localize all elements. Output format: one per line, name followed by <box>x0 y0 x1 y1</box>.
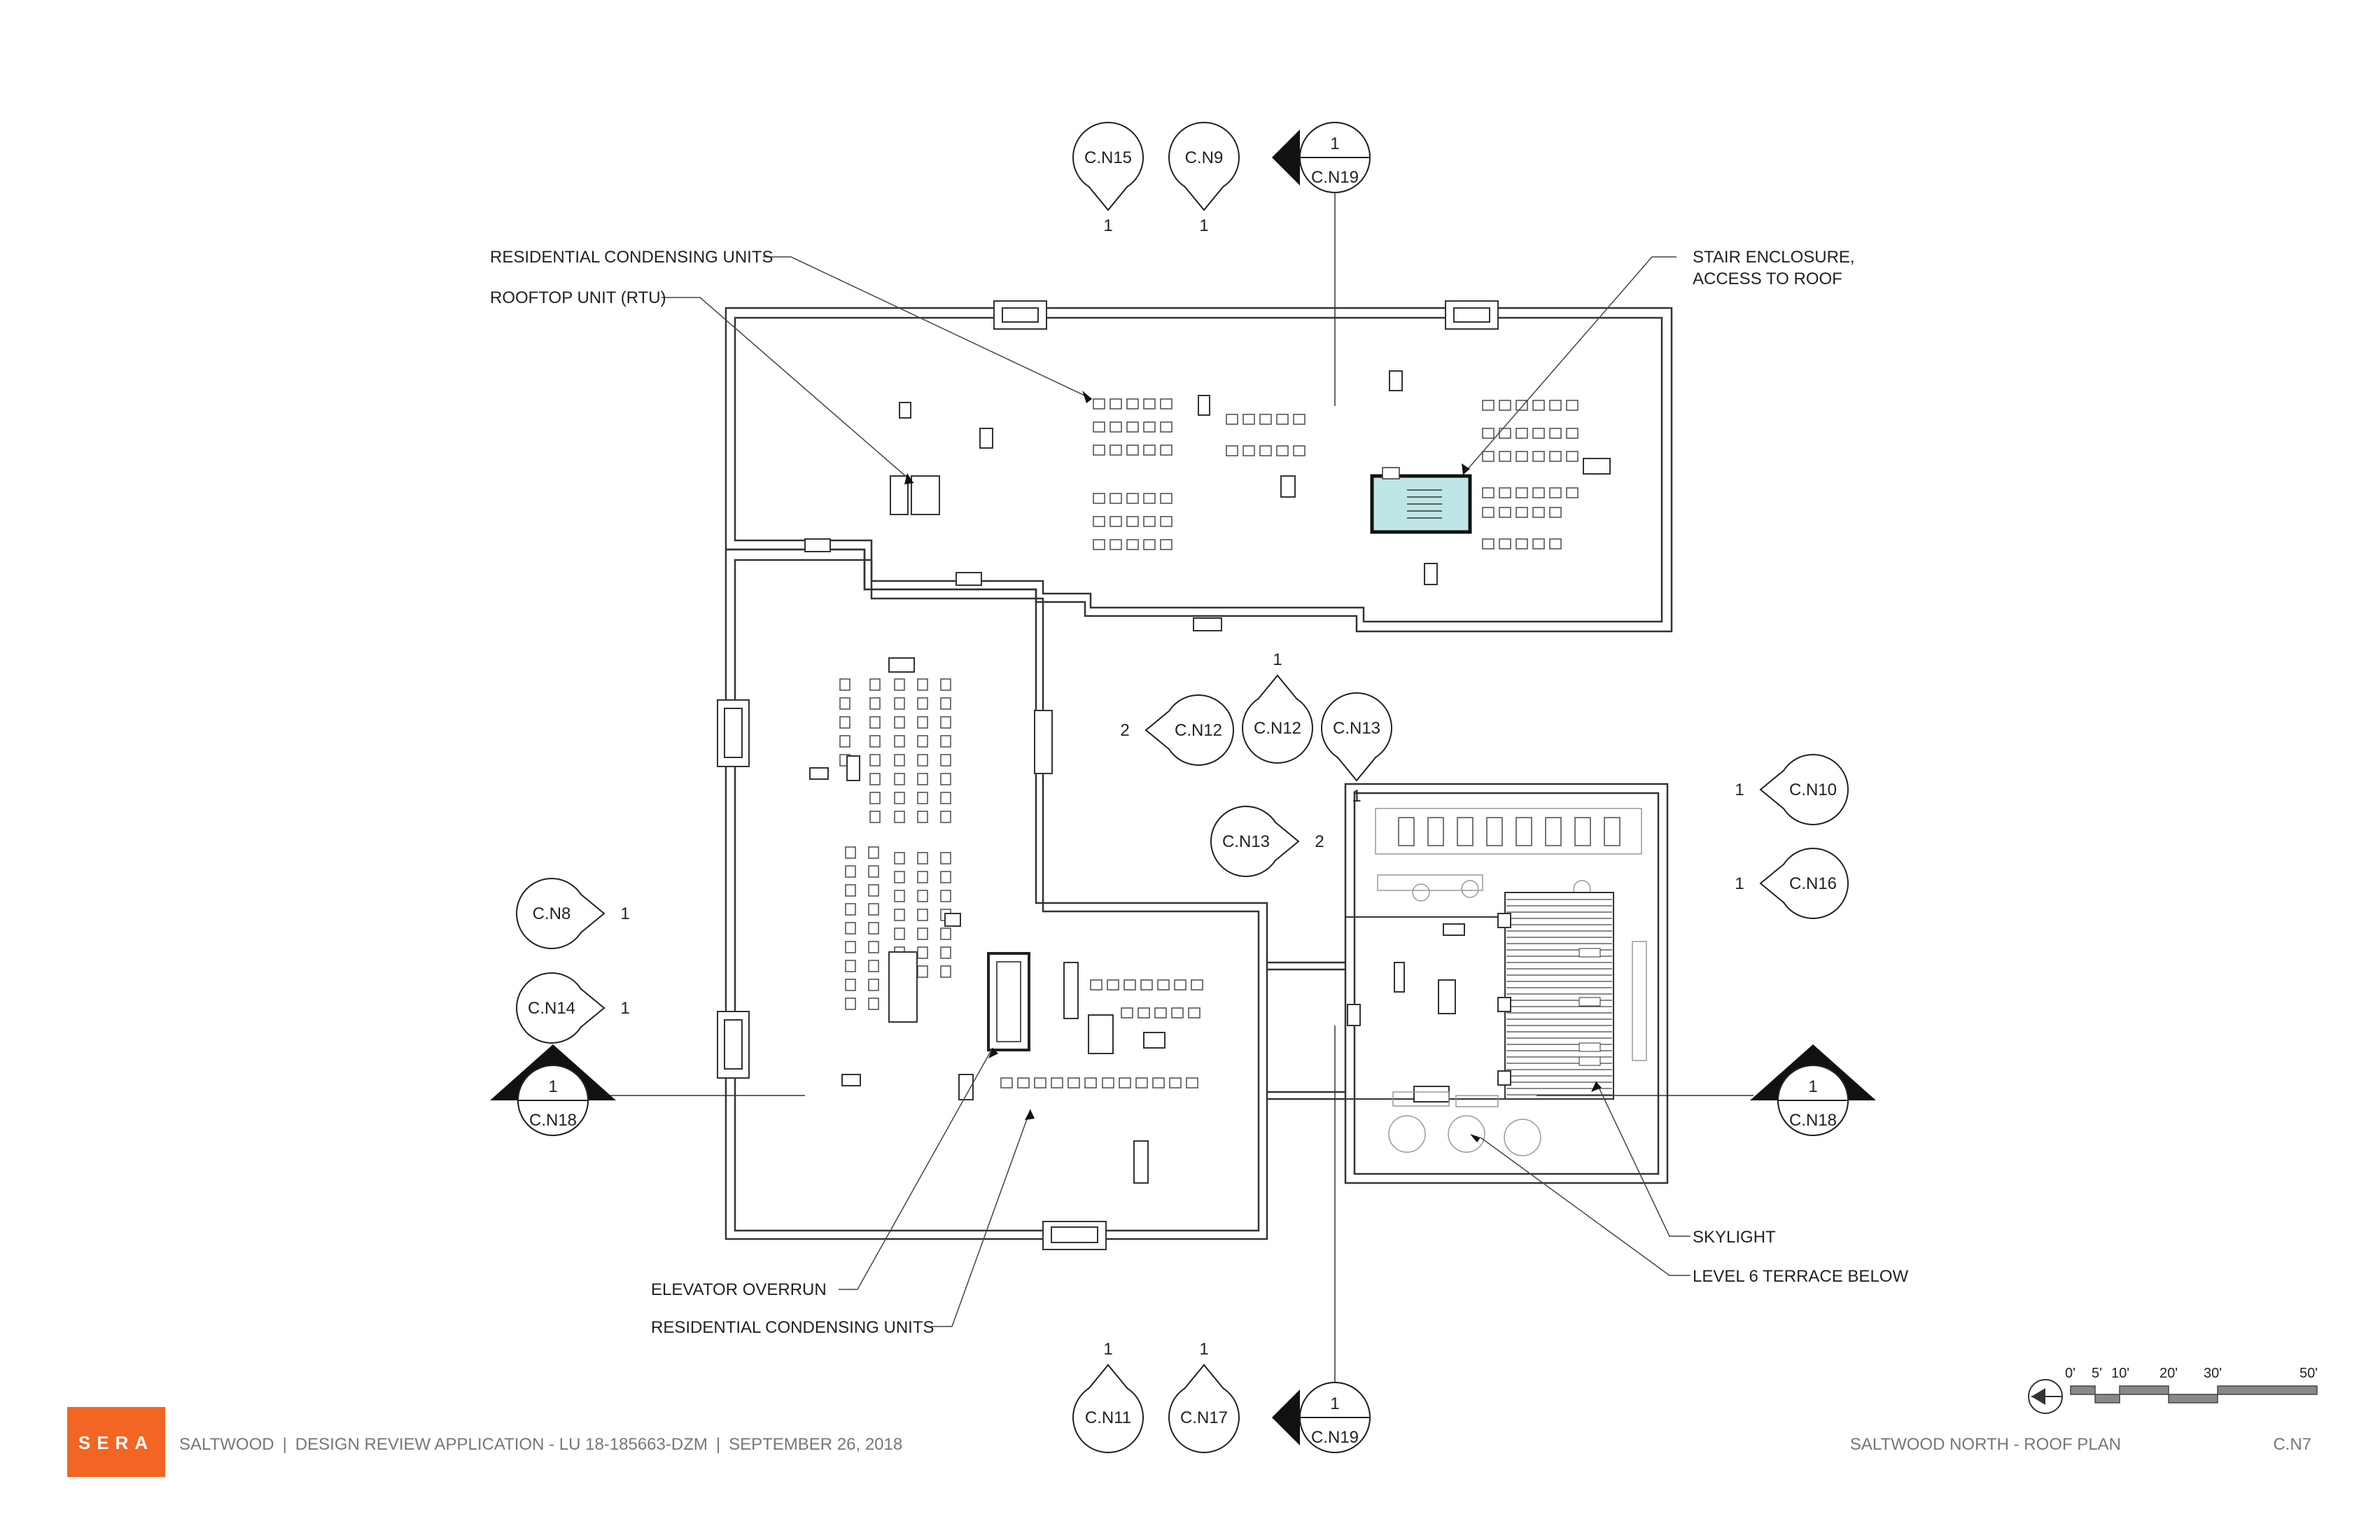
leader-lines <box>662 256 1690 1327</box>
marker-cn12_a-num: 2 <box>1120 721 1129 740</box>
marker-cn18_left[interactable] <box>490 1044 616 1136</box>
building-outline <box>724 307 1673 1240</box>
footer-application: DESIGN REVIEW APPLICATION - LU 18-185663… <box>295 1435 708 1454</box>
callout-residential-condensing-units-bottom: RESIDENTIAL CONDENSING UNITS <box>651 1318 934 1337</box>
section-lines <box>602 189 1754 1390</box>
marker-cn13_b-sheet: C.N13 <box>1222 832 1270 851</box>
marker-cn19_bottom-sheet: C.N19 <box>1311 1428 1359 1447</box>
marker-cn18_left-sheet: C.N18 <box>529 1111 577 1130</box>
sheet-number: C.N7 <box>2273 1435 2311 1454</box>
marker-cn13_a-sheet: C.N13 <box>1333 719 1380 738</box>
marker-cn18_right-sheet: C.N18 <box>1789 1111 1837 1130</box>
footer-date: SEPTEMBER 26, 2018 <box>729 1435 903 1454</box>
scale-bar: 0' 5' 10' 20' 30' 50' <box>2028 1366 2318 1414</box>
marker-cn14-num: 1 <box>620 999 629 1018</box>
marker-cn10[interactable] <box>1759 754 1849 825</box>
marker-cn16-num: 1 <box>1735 874 1744 893</box>
callout-elevator-overrun: ELEVATOR OVERRUN <box>651 1280 827 1299</box>
marker-cn18_left-num: 1 <box>548 1077 557 1096</box>
marker-cn12_b-sheet: C.N12 <box>1254 719 1301 738</box>
marker-cn19_top-num: 1 <box>1330 134 1339 153</box>
marker-cn9[interactable] <box>1168 122 1240 211</box>
marker-cn13_b[interactable] <box>1210 806 1300 877</box>
callout-labels: RESIDENTIAL CONDENSING UNITS ROOFTOP UNI… <box>490 248 1908 1337</box>
scale-label-5: 5' <box>2092 1366 2102 1381</box>
elevator-overrun <box>987 952 1030 1051</box>
marker-cn12_b[interactable] <box>1242 674 1313 764</box>
marker-cn12_a[interactable] <box>1144 694 1234 766</box>
marker-cn17-num: 1 <box>1199 1340 1208 1359</box>
marker-cn11[interactable] <box>1072 1364 1144 1453</box>
marker-cn19_top-sheet: C.N19 <box>1311 168 1359 187</box>
marker-cn10-sheet: C.N10 <box>1789 780 1837 799</box>
marker-cn8[interactable] <box>516 878 606 949</box>
marker-cn13_a[interactable] <box>1321 692 1392 782</box>
scale-label-0: 0' <box>2065 1366 2076 1381</box>
terrace-details <box>1375 808 1647 1156</box>
sera-logo: SERA <box>67 1407 165 1477</box>
marker-cn16[interactable] <box>1759 848 1849 919</box>
footer-project-info: SALTWOOD|DESIGN REVIEW APPLICATION - LU … <box>179 1435 903 1454</box>
callout-skylight: SKYLIGHT <box>1693 1228 1776 1247</box>
callout-stair-enclosure-1: STAIR ENCLOSURE, <box>1693 248 1855 267</box>
marker-cn17[interactable] <box>1168 1364 1240 1453</box>
marker-cn16-sheet: C.N16 <box>1789 874 1837 893</box>
marker-cn19_top[interactable] <box>1272 122 1371 193</box>
rooftop-units <box>804 370 1611 1184</box>
scale-label-10: 10' <box>2111 1366 2129 1381</box>
callout-residential-condensing-units-top: RESIDENTIAL CONDENSING UNITS <box>490 248 774 267</box>
sheet-title: SALTWOOD NORTH - ROOF PLAN <box>1849 1435 2121 1454</box>
marker-cn9-sheet: C.N9 <box>1185 148 1224 167</box>
condensing-units <box>839 398 1620 1088</box>
logo-text: SERA <box>78 1432 155 1453</box>
marker-cn15-sheet: C.N15 <box>1084 148 1132 167</box>
scale-label-50: 50' <box>2300 1366 2318 1381</box>
wall-projections <box>717 300 1499 1250</box>
marker-cn12_a-sheet: C.N12 <box>1175 721 1222 740</box>
footer-project: SALTWOOD <box>179 1435 274 1454</box>
marker-cn10-num: 1 <box>1735 780 1744 799</box>
marker-cn14[interactable] <box>516 972 606 1044</box>
marker-cn15-num: 1 <box>1103 216 1112 235</box>
marker-cn18_right[interactable] <box>1750 1044 1876 1136</box>
scale-label-30: 30' <box>2204 1366 2222 1381</box>
marker-cn18_right-num: 1 <box>1808 1077 1817 1096</box>
callout-stair-enclosure-2: ACCESS TO ROOF <box>1693 270 1842 288</box>
marker-cn13_a-num: 1 <box>1352 787 1361 806</box>
skylight <box>1504 892 1614 1100</box>
marker-cn8-num: 1 <box>620 904 629 923</box>
marker-cn12_b-num: 1 <box>1273 650 1282 669</box>
terrace-equipment <box>1497 913 1511 1086</box>
marker-cn17-sheet: C.N17 <box>1180 1408 1228 1427</box>
stair-enclosure <box>1370 467 1472 534</box>
marker-cn14-sheet: C.N14 <box>528 999 575 1018</box>
marker-cn9-num: 1 <box>1199 216 1208 235</box>
marker-cn11-sheet: C.N11 <box>1085 1408 1131 1427</box>
leader-arrows <box>904 391 1602 1142</box>
callout-level-6-terrace: LEVEL 6 TERRACE BELOW <box>1693 1267 1908 1286</box>
marker-cn19_bottom[interactable] <box>1272 1382 1371 1453</box>
callout-rooftop-unit: ROOFTOP UNIT (RTU) <box>490 288 666 307</box>
marker-cn8-sheet: C.N8 <box>533 904 571 923</box>
marker-cn15[interactable] <box>1072 122 1144 211</box>
scale-label-20: 20' <box>2160 1366 2178 1381</box>
marker-cn19_bottom-num: 1 <box>1330 1394 1339 1413</box>
marker-cn11-num: 1 <box>1103 1340 1112 1359</box>
marker-cn13_b-num: 2 <box>1315 832 1324 851</box>
